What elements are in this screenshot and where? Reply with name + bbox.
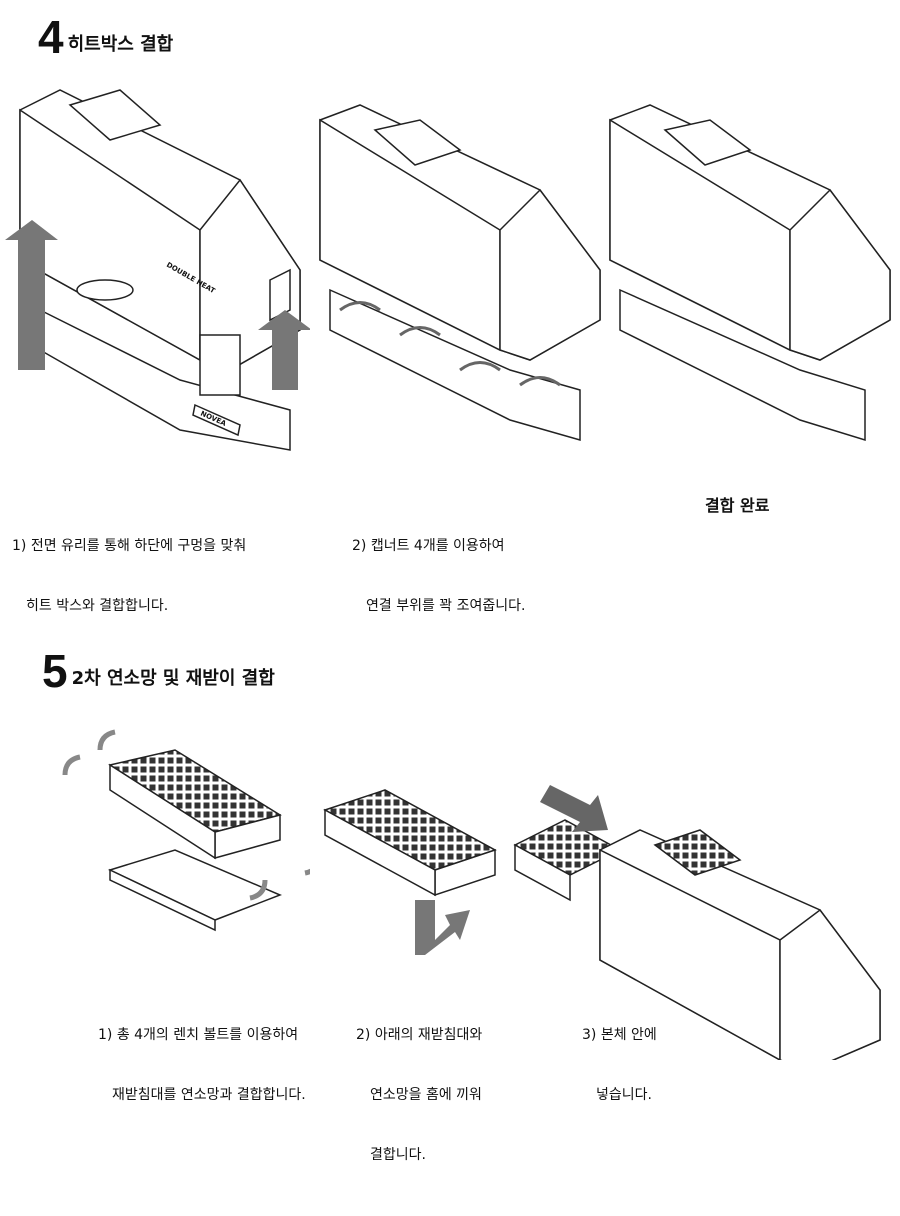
- grate-illustration-2: [323, 789, 497, 955]
- step-4-1-caption: 1) 전면 유리를 통해 하단에 구멍을 맞춰 히트 박스와 결합합니다.: [12, 496, 246, 656]
- caption-line: 2) 캡너트 4개를 이용하여: [352, 538, 505, 554]
- heat-box-illustration-1: DOUBLE HEAT NOVEA: [5, 89, 310, 451]
- step-5-2-caption: 2) 아래의 재받침대와 연소망을 홈에 끼워 결합니다.: [356, 985, 482, 1205]
- caption-line: 1) 전면 유리를 통해 하단에 구멍을 맞춰: [12, 538, 247, 554]
- section-title: 히트박스 결합: [67, 34, 174, 55]
- caption-line: 1) 총 4개의 렌치 볼트를 이용하여: [98, 1027, 299, 1043]
- up-arrow-icon: [5, 220, 58, 370]
- down-right-arrow-icon: [415, 900, 470, 955]
- section-4-heading: 4 히트박스 결합: [38, 14, 173, 60]
- grate-inserted-illustration: [513, 785, 881, 1060]
- step-5-3-caption: 3) 본체 안에 넣습니다.: [582, 985, 657, 1145]
- section-title: 2차 연소망 및 재받이 결합: [71, 668, 275, 689]
- caption-line: 2) 아래의 재받침대와: [356, 1027, 483, 1043]
- caption-line: 재받침대를 연소망과 결합합니다.: [112, 1087, 306, 1103]
- section-number: 4: [38, 11, 64, 63]
- caption-line: 넣습니다.: [596, 1087, 652, 1103]
- step-4-2-caption: 2) 캡너트 4개를 이용하여 연결 부위를 꽉 조여줍니다.: [352, 496, 525, 656]
- down-right-arrow-icon: [540, 785, 608, 832]
- caption-line: 히트 박스와 결합합니다.: [26, 598, 169, 614]
- step-5-1-caption: 1) 총 4개의 렌치 볼트를 이용하여 재받침대를 연소망과 결합합니다.: [98, 985, 306, 1145]
- step-4-3-caption: 결합 완료: [705, 496, 770, 515]
- caption-line: 결합니다.: [370, 1147, 426, 1163]
- heat-box-illustration-2: [319, 104, 601, 441]
- section-5-heading: 5 2차 연소망 및 재받이 결합: [42, 648, 275, 694]
- grate-illustration-1: [62, 729, 310, 932]
- caption-line: 연결 부위를 꽉 조여줍니다.: [366, 598, 526, 614]
- up-arrow-icon: [258, 310, 310, 390]
- heat-box-assembled-illustration: [609, 104, 891, 442]
- caption-line: 3) 본체 안에: [582, 1027, 657, 1043]
- section-number: 5: [42, 645, 68, 697]
- caption-line: 연소망을 홈에 끼워: [370, 1087, 482, 1103]
